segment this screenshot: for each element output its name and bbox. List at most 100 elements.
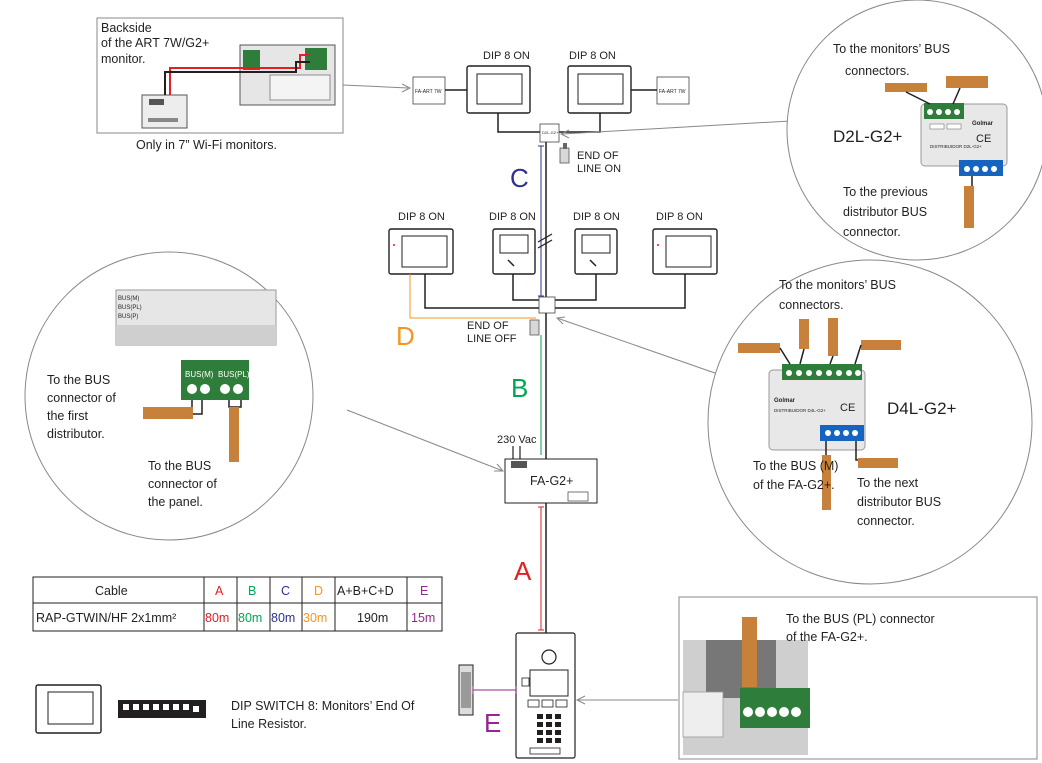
cable-letter-c: C (510, 163, 529, 193)
mid-dip-2: DIP 8 ON (489, 211, 536, 223)
cable-letter-e: E (484, 708, 501, 738)
cable-letter-b: B (511, 373, 528, 403)
d2l-name: D2L-G2+ (833, 127, 903, 146)
fa-terminal-block (181, 360, 249, 400)
table-header-a: A (215, 584, 224, 598)
d4l-ce-mark: CE (840, 402, 855, 414)
door-panel-group: E (458, 632, 678, 759)
d2l-model-text: DISTRIBUIDOR D2L-G2+ (930, 144, 982, 149)
table-cell-c: 80m (271, 611, 295, 625)
mid-dip-4: DIP 8 ON (656, 211, 703, 223)
fa-art7w-left-label: FA-ART 7W (415, 89, 442, 95)
end-of-line-on-2: LINE ON (577, 163, 621, 175)
cable-table-text: Cable A B C D A+B+C+D E RAP-GTWIN/HF 2x1… (36, 584, 435, 625)
d2l-bottom-3: connector. (843, 225, 901, 239)
d4l-right-2: distributor BUS (857, 495, 941, 509)
d4l-top-2: connectors. (779, 298, 844, 312)
mid-dip-1: DIP 8 ON (398, 211, 445, 223)
panel-camera-icon (541, 649, 557, 665)
table-header-e: E (420, 584, 428, 598)
d2l-brand: Golmar (972, 121, 994, 127)
table-cell-e: 15m (411, 611, 435, 625)
d4l-top-1: To the monitors’ BUS (779, 278, 896, 292)
top-monitor-group: DIP 8 ON DIP 8 ON FA-ART 7W FA-ART 7W D2… (412, 50, 809, 175)
mid-dip-3: DIP 8 ON (573, 211, 620, 223)
end-of-line-jumper-on (559, 147, 570, 164)
dip-note-line1: DIP SWITCH 8: Monitors’ End Of (231, 699, 415, 713)
dip-switch-note: DIP SWITCH 8: Monitors’ End Of Line Resi… (35, 684, 415, 734)
d2l-ce-mark: CE (976, 133, 991, 145)
fa-left-1: To the BUS (47, 373, 110, 387)
table-cell-cable: RAP-GTWIN/HF 2x1mm² (36, 611, 176, 625)
distributor-d4l-mid (538, 296, 556, 314)
cable-letter-a: A (514, 556, 532, 586)
d4l-left-1: To the BUS (M) (753, 459, 838, 473)
backside-line3: monitor. (101, 52, 145, 66)
fa-side-label-3: BUS(P) (118, 314, 138, 320)
fa-right-1: To the BUS (148, 459, 211, 473)
power-unit-label: FA-G2+ (530, 474, 573, 488)
cable-c-segment: C (510, 142, 553, 298)
d2l-bottom-1: To the previous (843, 185, 928, 199)
panel-detail-1: To the BUS (PL) connector (786, 612, 935, 626)
d2l-terminal-bottom (959, 160, 1003, 176)
table-header-d: D (314, 584, 323, 598)
table-header-c: C (281, 584, 290, 598)
backplate-terminal-left (243, 50, 260, 70)
table-header-cable: Cable (95, 584, 128, 598)
panel-keypad (537, 714, 561, 743)
fa-bus-m-label: BUS(M) (185, 370, 214, 379)
panel-detail-2: of the FA-G2+. (786, 630, 868, 644)
cable-table (32, 576, 443, 632)
fa-left-3: the first (47, 409, 89, 423)
table-cell-b: 80m (238, 611, 262, 625)
d2l-top-1: To the monitors’ BUS (833, 42, 950, 56)
d2l-terminal-top (924, 103, 964, 119)
backside-line1: Backside (101, 21, 152, 35)
fa-side-labels: BUS(M) BUS(PL) BUS(P) (118, 296, 142, 320)
panel-detail-inset: To the BUS (PL) connector of the FA-G2+. (678, 596, 1038, 760)
cable-letter-d: D (396, 321, 415, 351)
table-cell-d: 30m (303, 611, 327, 625)
backside-inset: Backside of the ART 7W/G2+ monitor. Only… (96, 17, 412, 152)
d4l-left-2: of the FA-G2+. (753, 478, 835, 492)
fa-side-label-1: BUS(M) (118, 296, 139, 302)
d4l-detail-circle: To the monitors’ BUS connectors. Golmar … (707, 259, 1033, 585)
backside-line2: of the ART 7W/G2+ (101, 36, 209, 50)
cable-b-segment: B (511, 313, 547, 460)
table-header-b: B (248, 584, 256, 598)
table-cell-total: 190m (357, 611, 388, 625)
svg-text:D2L-G2+: D2L-G2+ (542, 130, 559, 135)
fa-side-label-2: BUS(PL) (118, 305, 142, 311)
d2l-detail-circle: To the monitors’ BUS connectors. Golmar … (786, 0, 1042, 261)
d4l-name: D4L-G2+ (887, 399, 957, 418)
d4l-right-1: To the next (857, 476, 919, 490)
d4l-model-text: DISTRIBUIDOR D4L-G2+ (774, 408, 826, 413)
fa-art7w-right-label: FA-ART 7W (659, 89, 686, 95)
fa-left-4: distributor. (47, 427, 105, 441)
distributor-d2l-top (539, 123, 560, 143)
table-header-total: A+B+C+D (337, 584, 394, 598)
fa-bus-pl-label: BUS(PL) (218, 370, 250, 379)
wifi-note: Only in 7” Wi-Fi monitors. (136, 138, 277, 152)
voltage-label: 230 Vac (497, 434, 537, 446)
end-of-line-on-1: END OF (577, 150, 619, 162)
table-cell-a: 80m (205, 611, 229, 625)
end-of-line-jumper-off (529, 319, 540, 336)
d4l-right-3: connector. (857, 514, 915, 528)
dip-note-line2: Line Resistor. (231, 717, 307, 731)
d4l-terminal-top (782, 364, 862, 380)
middle-monitor-group: DIP 8 ON DIP 8 ON DIP 8 ON DIP 8 ON D EN… (388, 211, 736, 381)
d4l-brand: Golmar (774, 398, 796, 404)
d2l-top-2: connectors. (845, 64, 910, 78)
fa-detail-circle: BUS(M) BUS(PL) To the BUS connector of t… (24, 251, 314, 541)
fa-left-2: connector of (47, 391, 116, 405)
top-left-dip-label: DIP 8 ON (483, 50, 530, 62)
fa-right-3: the panel. (148, 495, 203, 509)
d2l-bottom-2: distributor BUS (843, 205, 927, 219)
power-supply-group: 230 Vac FA-G2+ A (346, 409, 598, 635)
dip-switch-icon (118, 700, 206, 718)
d4l-terminal-bottom (820, 425, 864, 441)
end-of-line-off-1: END OF (467, 320, 509, 332)
